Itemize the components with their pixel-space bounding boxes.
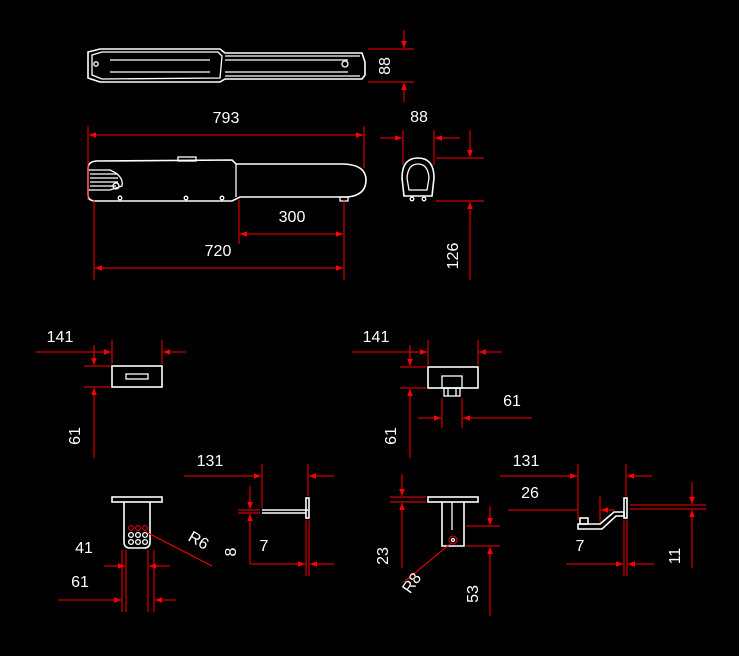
actuator-top-view bbox=[87, 48, 366, 83]
dim-profile-width-text: 88 bbox=[410, 109, 428, 126]
dim-overall-length: 793 bbox=[87, 110, 365, 200]
dim-rear-plate-radius-text: R8 bbox=[399, 570, 425, 597]
dim-rear-plate-dim53-text: 53 bbox=[465, 585, 482, 603]
front-plate-top bbox=[111, 496, 163, 549]
dim-profile-side: 126 bbox=[436, 130, 484, 280]
dim-stroke-text: 300 bbox=[279, 209, 306, 226]
dim-rear-plate-offset-text: 26 bbox=[521, 485, 539, 502]
dim-front-plate-dim8-text: 8 bbox=[223, 547, 240, 556]
dim-front-plate-dim7-text: 7 bbox=[260, 538, 269, 555]
dim-top-height: 88 bbox=[368, 30, 414, 102]
dim-stroke: 300 bbox=[238, 200, 345, 280]
dim-body-length: 720 bbox=[93, 200, 343, 280]
dim-rear-plate: R8 23 53 131 26 7 11 bbox=[375, 453, 706, 616]
front-plate-side bbox=[262, 497, 310, 519]
dim-front-bracket-width-text: 141 bbox=[47, 329, 74, 346]
dim-front-plate-width61-text: 61 bbox=[71, 574, 89, 591]
dim-top-height-text: 88 bbox=[377, 57, 394, 75]
dim-front-plate-radius-text: R6 bbox=[185, 529, 211, 554]
dim-front-bracket: 141 61 bbox=[36, 329, 186, 458]
dim-body-length-text: 720 bbox=[205, 243, 232, 260]
dim-rear-bracket-width-text: 141 bbox=[363, 329, 390, 346]
dim-rear-bracket: 141 61 61 bbox=[352, 329, 532, 458]
dim-rear-plate-height23-text: 23 bbox=[375, 547, 392, 565]
dim-front-plate-width41-text: 41 bbox=[75, 540, 93, 557]
rear-plate-side bbox=[577, 497, 628, 530]
dim-profile-height-text: 126 bbox=[445, 243, 462, 270]
dim-rear-bracket-height-text: 61 bbox=[383, 427, 400, 445]
dim-front-plate-length-text: 131 bbox=[197, 453, 224, 470]
dim-front-plate: R6 41 61 131 8 7 bbox=[58, 453, 334, 612]
dim-overall-length-text: 793 bbox=[213, 110, 240, 127]
dim-rear-plate-dim11-text: 11 bbox=[667, 548, 684, 565]
rear-plate-top bbox=[427, 496, 479, 547]
profile-end-view bbox=[401, 157, 435, 202]
dim-rear-plate-length-text: 131 bbox=[513, 453, 540, 470]
actuator-side-view bbox=[87, 156, 367, 202]
dim-rear-bracket-offset-text: 61 bbox=[503, 393, 521, 410]
dim-front-bracket-height-text: 61 bbox=[67, 427, 84, 445]
dim-profile-width: 88 bbox=[380, 109, 460, 165]
front-bracket bbox=[111, 365, 163, 388]
rear-bracket bbox=[427, 366, 479, 397]
dim-rear-plate-dim7-text: 7 bbox=[576, 538, 585, 555]
